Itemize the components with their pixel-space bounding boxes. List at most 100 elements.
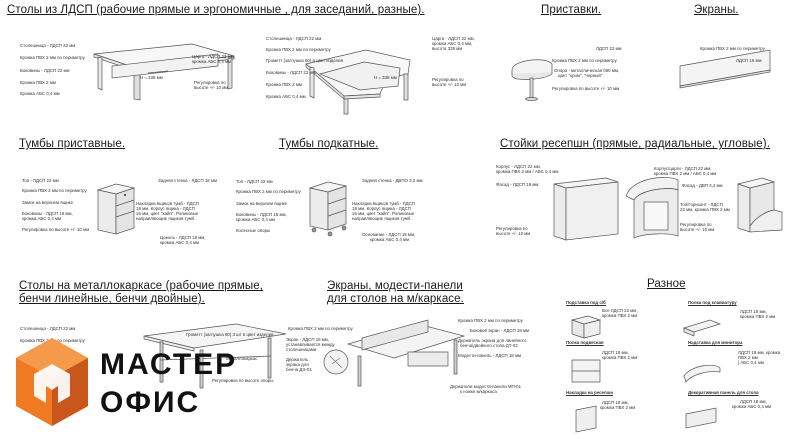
label-erg-tsarga-edge: кромка АБС 0,4 мм, xyxy=(432,41,473,46)
label-pedu-drawers-1: Накладки ящиков тумб - ЛДСП xyxy=(352,201,415,206)
label-pedu-base: Основание - ЛДСП 18 мм, xyxy=(362,232,416,237)
label-ped-plinth-edge: кромка АБС 0,4 мм xyxy=(160,240,200,245)
label-ms-screen-3: столешницами xyxy=(286,347,317,352)
label-ped-drawers-1: Накладки ящиков тумб - ЛДСП xyxy=(136,201,199,206)
logo-word-master: МАСТЕР xyxy=(100,348,238,381)
label-pedu-back: Задняя стенка - ДВПО 3,2 мм xyxy=(362,178,423,183)
label-misc-deco-1: ЛДСП 18 мм, xyxy=(740,399,767,404)
metal-table-drawing xyxy=(140,320,290,390)
label-edge-pvc: Кромка ПВХ 2 мм по периметру xyxy=(20,55,85,60)
label-ext-ldsp: ЛДСП 22 мм xyxy=(596,46,622,51)
label-ped-top: Топ - ЛДСП 22 мм xyxy=(22,178,59,183)
label-misc-keyboard-2: кромка ПВХ 2 мм xyxy=(740,314,776,319)
bench-screens-drawing xyxy=(318,318,468,390)
title-reception: Стойки ресепшн (прямые, радиальные, угло… xyxy=(500,138,771,150)
pedestal-under-drawing xyxy=(306,178,350,238)
label-tsarga-edge: кромка АБС 0,4 мм xyxy=(192,59,232,64)
title-metal-screens-line1: Экраны, модести-панели xyxy=(327,280,463,292)
label-erg-edge-abs: Кромка АБС 0,4 мм xyxy=(266,94,306,99)
label-ped-adjust: Регулировка по высоте +/- 10 мм xyxy=(22,227,90,232)
brand-logo: МАСТЕР ОФИС xyxy=(12,334,235,434)
label-misc-monitor-1: ЛДСП 18 мм, кромка xyxy=(738,350,781,355)
label-misc-overlay: Накладка на ресепшн xyxy=(566,390,613,395)
label-misc-shelf-2: кромка ПВХ 2 мм xyxy=(602,355,638,360)
label-rec2-top-edge: 22 мм, кромка ПВХ 2 мм xyxy=(680,207,730,212)
label-rec2-adjust: Регулировка по xyxy=(680,222,712,227)
label-ext-support: Опора - металлическая 060 мм, xyxy=(554,68,620,73)
title-metal-tables-line2: бенчи линейные, бенчи двойные). xyxy=(19,293,205,305)
label-ped-drawers-2: 18 мм. Корпус ящика - ЛДСП xyxy=(136,206,195,211)
title-metal-screens-line2: для столов на м/каркасе. xyxy=(327,293,464,305)
label-rec2-top: Топ/Горизонт - ЛДСП xyxy=(680,202,723,207)
label-edge-abs: Кромка АБС 0,4 мм xyxy=(20,91,60,96)
title-tables: Столы из ЛДСП (рабочие прямые и эргономи… xyxy=(7,4,425,16)
label-ped-back: Задняя стенка - ЛДСП 18 мм xyxy=(158,178,217,183)
label-pedu-base-edge: кромка АБС 0,4 мм xyxy=(370,237,410,242)
label-misc-keyboard-1: ЛДСП 18 мм, xyxy=(740,309,767,314)
label-erg-height: высота 335 мм xyxy=(432,46,463,51)
title-metal-tables-line1: Столы на металлокаркасе (рабочие прямые, xyxy=(19,280,264,292)
label-misc-stand-2: кромка ПВХ 2 мм xyxy=(602,313,638,318)
label-ped-drawers-4: направляющие ящиков тумб xyxy=(136,216,195,221)
desk-ergonomic-drawing xyxy=(300,34,420,116)
label-ms-r-holder-2: бенча/двойного стола ДТ-02 xyxy=(460,343,518,348)
label-screen-edge: Кромка ПВХ 2 мм по периметру xyxy=(700,46,765,51)
label-rec2-adjust-2: высоте +/- 10 мм xyxy=(680,227,715,232)
title-misc: Разное xyxy=(647,278,686,290)
label-misc-shelf: Полка подвесная xyxy=(566,340,604,345)
misc-left-drawings xyxy=(566,312,606,436)
label-rec-body-edge: кромка ПВХ 2 мм / АБС 0,4 мм xyxy=(496,169,559,174)
label-edge-pvc-2: Кромка ПВХ 2 мм xyxy=(20,80,56,85)
label-ped-plinth: Цоколь - ЛДСП 18 мм, xyxy=(160,235,206,240)
label-misc-stand-1: Все ЛДСП 22 мм, xyxy=(602,308,638,313)
label-pedu-wheels: Колесные опоры xyxy=(236,228,271,233)
label-ms-screen-2: устанавливается между xyxy=(286,342,335,347)
title-pedestals-under: Тумбы подкатные. xyxy=(279,138,379,150)
pedestal-attached-drawing xyxy=(94,180,138,236)
desk-straight-drawing xyxy=(88,42,240,102)
label-ms-edge: Кромка ПВХ 2 мм по периметру xyxy=(288,326,353,331)
label-ms-screen: Экран - ЛДСП 18 мм, xyxy=(286,337,330,342)
label-ms-holder-3: бенча ДЭ-01 xyxy=(286,367,312,372)
label-pedu-sides-edge: кромка АБС 0,4 мм xyxy=(236,217,276,222)
label-metal-frame: Металлокаркас xyxy=(226,356,258,361)
label-pedu-sides: Боковины - ЛДСП 18 мм, xyxy=(236,212,287,217)
label-misc-overlay-1: ЛДСП 18 мм, xyxy=(602,400,629,405)
label-ms-r-holder: Держатель экрана для линейного xyxy=(458,338,527,343)
label-rec-body: Корпус - ЛДСП 22 мм, xyxy=(496,164,541,169)
label-ms-r-side: Боковой экран - ЛДСП 18 мм xyxy=(470,328,530,333)
label-ped-sides: Боковины - ЛДСП 18 мм, xyxy=(22,211,73,216)
label-misc-overlay-2: кромка ПВХ 2 мм xyxy=(600,405,636,410)
label-ped-lock: Замок на верхнем ящике xyxy=(22,200,74,205)
screen-drawing xyxy=(674,44,774,92)
label-pedu-top: Топ - ЛДСП 22 мм xyxy=(236,179,273,184)
label-ext-edge: Кромка ПВХ 2 мм по периметру xyxy=(552,58,617,63)
label-rec2-facade: Фасад - ДВП 3,2 мм xyxy=(682,183,723,188)
title-pedestals-attached: Тумбы приставные. xyxy=(19,138,126,150)
title-metal-screens: Экраны, модести-панели для столов на м/к… xyxy=(327,280,464,306)
label-ped-drawers-3: 16 мм, цвет "хайп". Роликовые xyxy=(136,211,199,216)
label-metal-adjust: Регулировка по высоте опоры xyxy=(212,378,274,383)
label-misc-shelf-1: ЛДСП 18 мм, xyxy=(602,350,629,355)
label-rec-adjust-2: высоте +/- 10 мм xyxy=(496,231,531,236)
label-erg-adjust: Регулировка по xyxy=(432,77,464,82)
reception-radial-drawing xyxy=(622,170,792,240)
label-erg-sides: Боковины - ЛДСП 22 мм xyxy=(266,70,316,75)
label-misc-monitor-3: | АБС 0,4 мм xyxy=(738,360,764,365)
extension-drawing xyxy=(506,52,556,102)
title-screens: Экраны. xyxy=(694,4,739,16)
misc-right-drawings xyxy=(680,310,724,430)
label-screen-ldsp: ЛДСП 16 мм xyxy=(736,58,762,63)
label-pedu-drawers-2: 18 мм. Корпус ящика - ЛДСП xyxy=(352,206,411,211)
label-erg-edge: Кромка ПВХ 2 мм по периметру xyxy=(266,47,331,52)
label-ms-holder-2: экрана для xyxy=(286,362,309,367)
desk-dim-label: H = 335 мм xyxy=(140,75,163,80)
desk-ergonomic-dim: H = 335 мм xyxy=(374,75,397,80)
label-metal-top: Столешница - ЛДСП 22 мм xyxy=(20,326,76,331)
label-sides: Боковины - ЛДСП 22 мм xyxy=(20,68,70,73)
label-ms-r-modesty-holder: Держатели модести-панели МП-01 xyxy=(450,384,522,389)
label-misc-deco-2: кромка АБС 0,4 мм xyxy=(732,404,772,409)
label-misc-monitor: Надставка для монитора xyxy=(688,340,743,345)
label-rec2-body-edge: кромка ПВХ 2 мм / АБС 0,4 мм xyxy=(654,171,717,176)
logo-mark-icon xyxy=(16,338,88,426)
